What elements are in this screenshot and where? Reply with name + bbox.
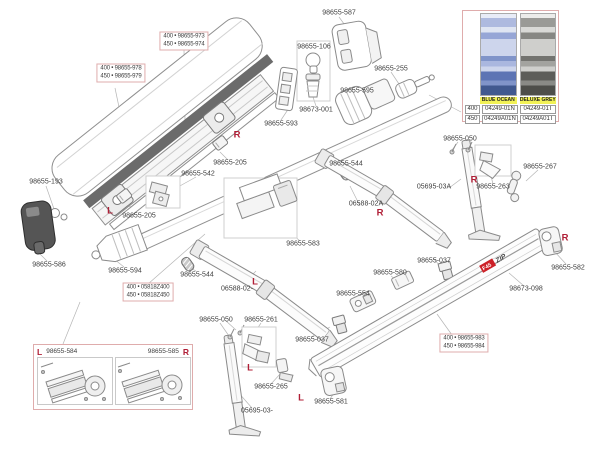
fabric-name-tag: DELUXE GREY [519, 97, 556, 104]
lead-rail: F45 ZIP [308, 228, 548, 378]
part-586-motor [20, 200, 56, 255]
part-group-261 [241, 326, 277, 368]
part-265 [275, 358, 294, 383]
fabric-swatch-deluxe-grey [519, 13, 556, 96]
fabric-table-row: 450 04249A01N 04249A01T [465, 115, 556, 124]
fabric-code-cell: 04249A01T [520, 115, 556, 124]
assembly-left-drawing [37, 357, 113, 405]
part-group-106 [296, 40, 331, 102]
part-554 [349, 290, 377, 313]
right-leg-drawing [461, 139, 501, 241]
fabric-code-cell: 04249-01N [482, 105, 518, 114]
svg-text:F45: F45 [482, 262, 493, 272]
fabric-swatch-blue-ocean [480, 13, 517, 96]
part-595 [335, 78, 396, 125]
part-group-583 [223, 173, 298, 239]
part-group-542 [145, 175, 181, 209]
part-267 [506, 170, 522, 203]
fabric-roll-band [83, 54, 274, 209]
part-cone-98673-001 [306, 80, 320, 98]
part-050-screws [449, 141, 473, 155]
part-037-clip [331, 314, 348, 335]
part-582 [538, 226, 563, 256]
part-593 [275, 66, 298, 112]
assembly-right-drawing [115, 357, 191, 405]
size-cell: 400 [465, 105, 480, 114]
fabric-code-cell: 04249A01N [482, 115, 518, 124]
part-205-clip [212, 135, 229, 151]
part-594 [91, 223, 148, 263]
part-number-label: 98655-584 [46, 348, 78, 355]
part-037-clip [437, 260, 454, 281]
part-255 [395, 74, 435, 99]
fabric-swatches: BLUE OCEAN DELUXE GREY [480, 13, 556, 104]
fabric-name-tag: BLUE OCEAN [480, 97, 517, 104]
fabric-table-row: 400 04249-01N 04249-01T [465, 105, 556, 114]
part-group-263 [474, 144, 512, 180]
part-205-clip [116, 188, 133, 204]
fabric-color-table: BLUE OCEAN DELUXE GREY 400 04249-01N 042… [462, 10, 559, 124]
right-arm-drawing [314, 148, 452, 249]
awning-case-assembly [51, 17, 280, 231]
end-bracket-assembly-box: L 98655-584 98655-585 R [33, 344, 193, 410]
right-marker: R [182, 346, 189, 357]
left-arm-drawing [189, 239, 338, 348]
part-544-spring [181, 256, 195, 272]
assembly-box-header: L 98655-584 98655-585 R [37, 346, 189, 357]
size-cell: 450 [465, 115, 480, 124]
part-050-screws [227, 324, 245, 340]
part-number-label: 98655-585 [147, 348, 179, 355]
part-580 [391, 270, 415, 290]
part-581 [320, 365, 347, 396]
fabric-code-cell: 04249-01T [520, 105, 556, 114]
part-193 [50, 208, 68, 221]
part-end-cap-587 [331, 20, 382, 71]
left-marker: L [37, 346, 43, 357]
